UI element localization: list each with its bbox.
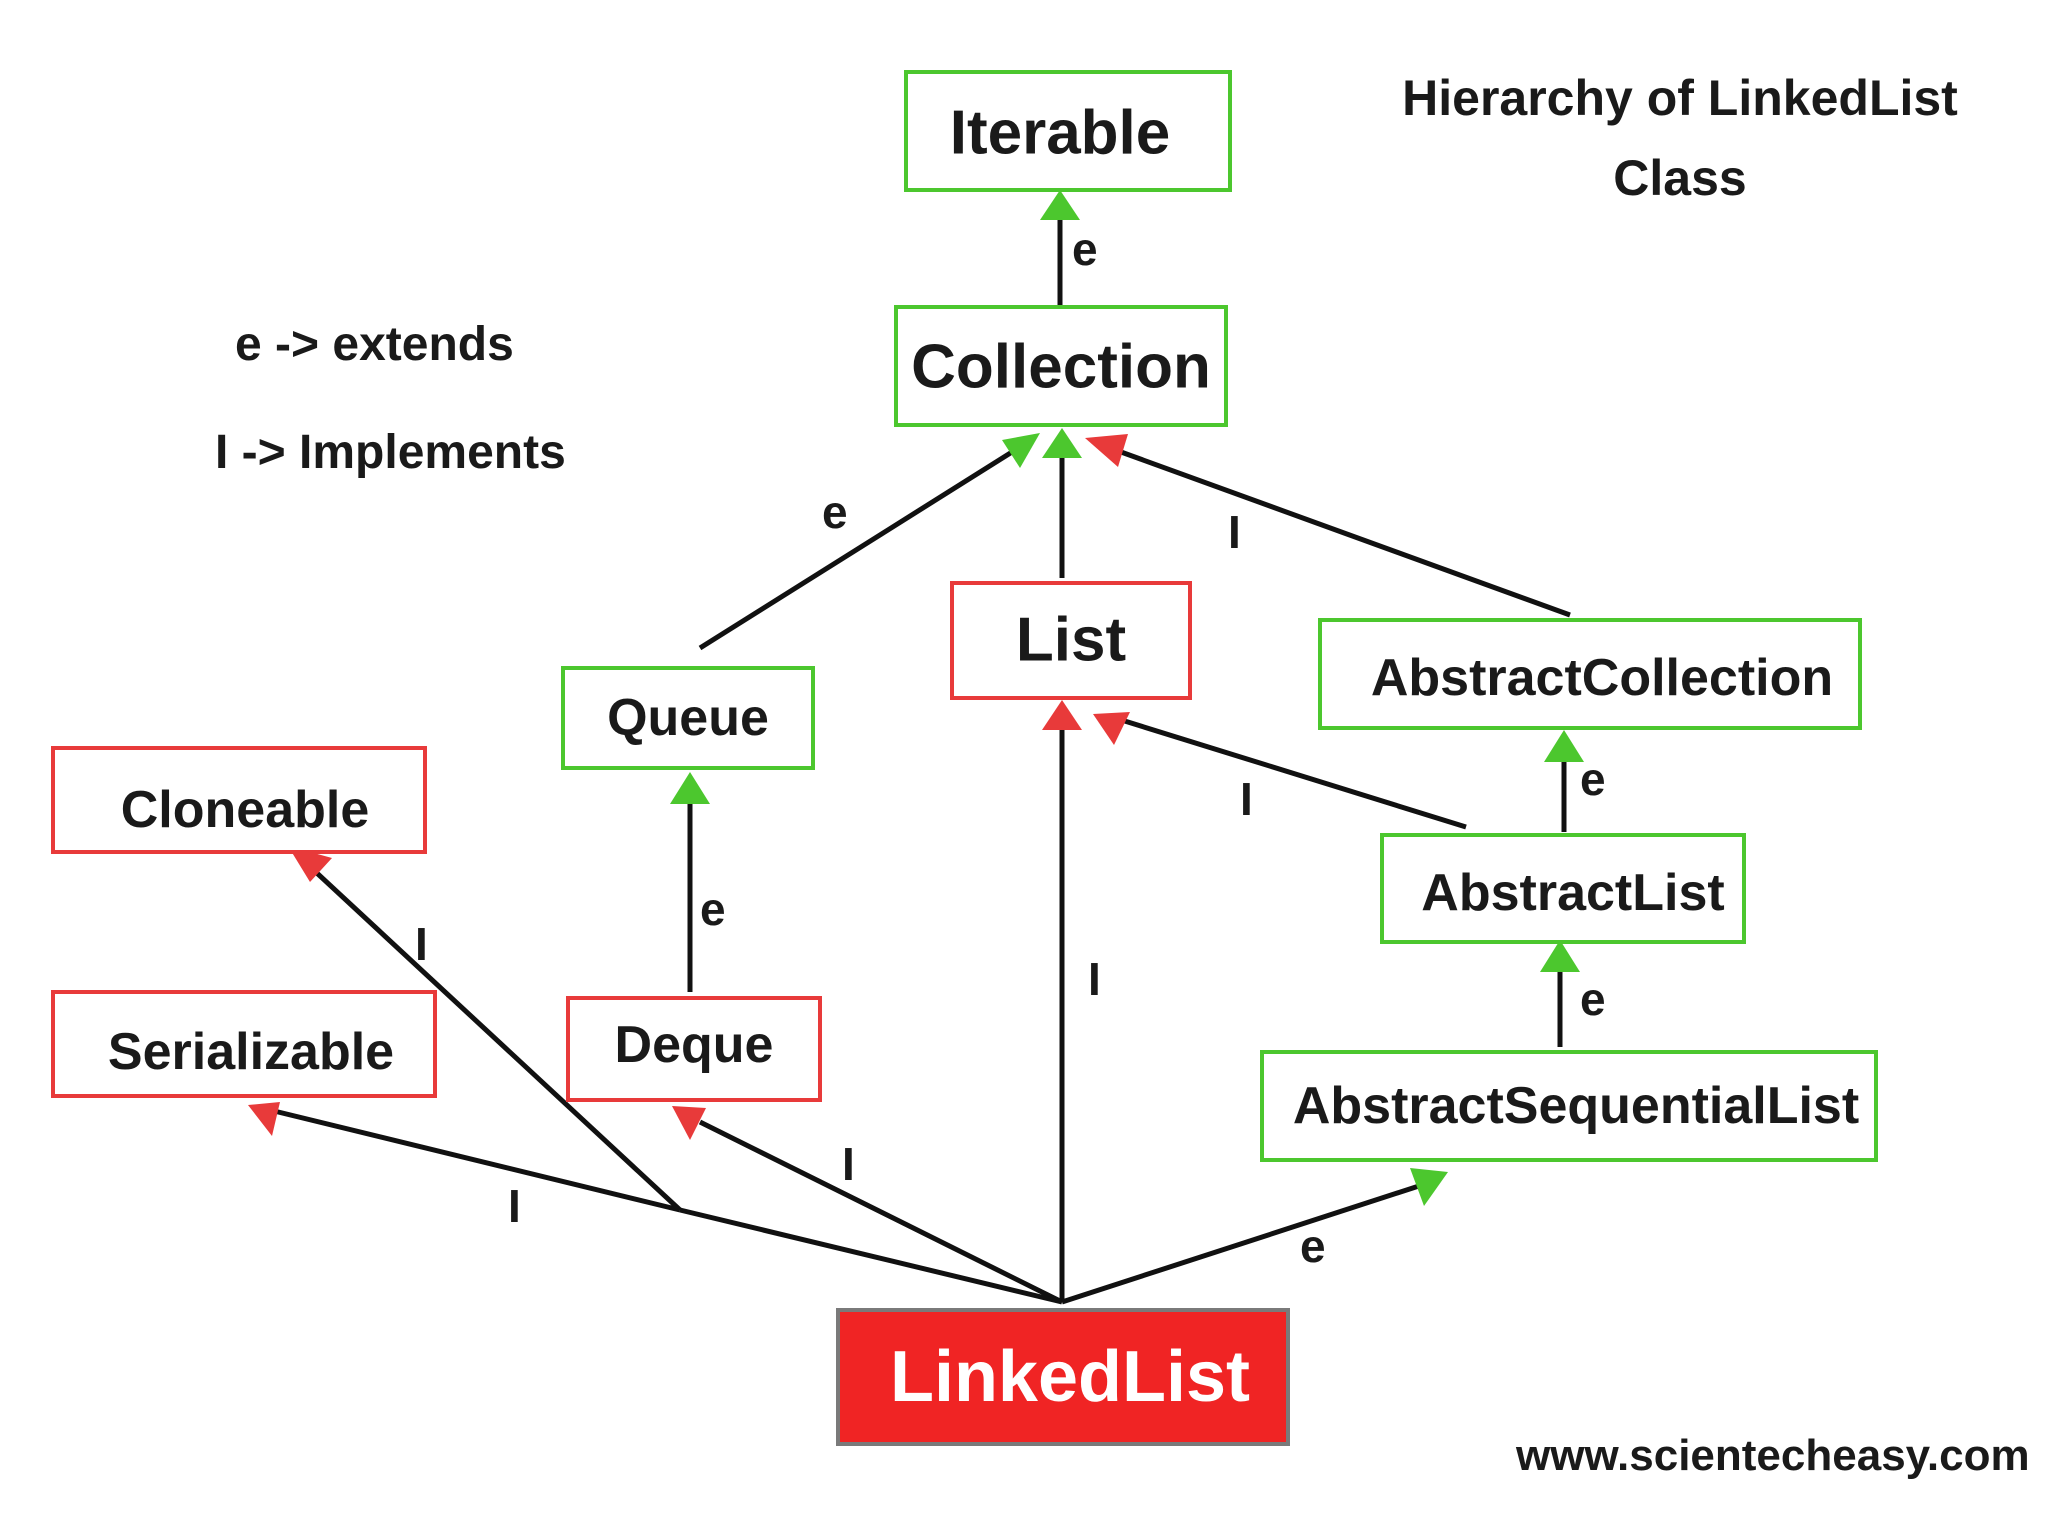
edge-lines [269, 218, 1571, 1305]
diagram-title-line1: Hierarchy of LinkedList [1402, 70, 1958, 126]
edge-linkedlist-junction [679, 1207, 1063, 1305]
node-list[interactable]: List [950, 581, 1192, 700]
edge-label-abstractlist-abstractcollection: e [1580, 753, 1606, 805]
arrowheads [248, 190, 1584, 1206]
edge-queue-collection [698, 449, 1014, 651]
edge-labels: e e I I e e e I I I I e [415, 223, 1606, 1272]
node-label-abstractcollection: AbstractCollection [1371, 649, 1833, 707]
edge-label-abstractcollection-collection: I [1228, 506, 1241, 558]
nodes: Iterable Collection List Queue AbstractC… [51, 70, 1878, 1446]
node-collection[interactable]: Collection [894, 305, 1228, 427]
node-abstractsequentiallist[interactable]: AbstractSequentialList [1260, 1050, 1878, 1162]
edge-label-linkedlist-serializable: I [508, 1180, 521, 1232]
arrowhead-list-from-linkedlist [1042, 700, 1082, 730]
node-linkedlist[interactable]: LinkedList [836, 1308, 1290, 1446]
arrowhead-abstractsequentiallist [1410, 1168, 1448, 1206]
arrowhead-iterable [1040, 190, 1080, 220]
edge-label-collection-iterable: e [1072, 223, 1098, 275]
website-url: www.scientecheasy.com [1515, 1431, 2030, 1480]
edge-linkedlist-abstractsequentiallist [1061, 1182, 1423, 1305]
arrowhead-list-from-abstractlist [1093, 712, 1130, 745]
node-cloneable[interactable]: Cloneable [51, 746, 427, 854]
node-label-linkedlist: LinkedList [890, 1337, 1250, 1417]
edge-label-linkedlist-abstractsequentiallist: e [1300, 1220, 1326, 1272]
edge-label-linkedlist-list: I [1088, 953, 1101, 1005]
node-queue[interactable]: Queue [561, 666, 815, 770]
edge-abstractlist-list [1114, 715, 1467, 830]
edge-label-linkedlist-cloneable: I [415, 918, 428, 970]
node-abstractlist[interactable]: AbstractList [1380, 833, 1746, 944]
edge-label-queue-collection: e [822, 486, 848, 538]
edge-junction-cloneable [303, 860, 682, 1212]
node-abstractcollection[interactable]: AbstractCollection [1318, 618, 1862, 730]
edge-junction-serializable [269, 1107, 681, 1213]
arrowhead-collection-from-abstractcollection [1085, 434, 1128, 467]
arrowhead-cloneable [288, 846, 332, 882]
arrowhead-abstractcollection [1544, 730, 1584, 762]
edge-label-deque-queue: e [700, 883, 726, 935]
node-iterable[interactable]: Iterable [904, 70, 1232, 192]
edge-abstractcollection-collection [1109, 445, 1571, 618]
node-label-list: List [1016, 606, 1126, 675]
edge-label-abstractsequentiallist-abstractlist: e [1580, 973, 1606, 1025]
legend-implements: I -> Implements [215, 426, 566, 479]
arrowhead-deque [672, 1106, 706, 1140]
node-label-abstractsequentiallist: AbstractSequentialList [1293, 1077, 1859, 1135]
node-label-abstractlist: AbstractList [1421, 864, 1724, 922]
node-label-iterable: Iterable [950, 99, 1171, 168]
node-label-collection: Collection [911, 333, 1211, 402]
arrowhead-abstractlist [1540, 940, 1580, 972]
arrowhead-queue [670, 772, 710, 804]
legend-extends: e -> extends [235, 318, 514, 371]
node-label-cloneable: Cloneable [121, 781, 370, 839]
node-label-queue: Queue [607, 689, 769, 747]
arrowhead-serializable [248, 1102, 280, 1136]
edge-label-abstractlist-list: I [1240, 773, 1253, 825]
edge-label-linkedlist-deque: I [842, 1138, 855, 1190]
diagram-title-line2: Class [1613, 150, 1746, 206]
node-deque[interactable]: Deque [566, 996, 822, 1102]
node-label-serializable: Serializable [108, 1023, 394, 1081]
arrowhead-collection-from-list [1042, 428, 1082, 458]
arrowhead-collection-from-queue [1002, 433, 1040, 468]
edge-linkedlist-deque [698, 1119, 1064, 1305]
node-serializable[interactable]: Serializable [51, 990, 437, 1098]
node-label-deque: Deque [615, 1016, 774, 1074]
